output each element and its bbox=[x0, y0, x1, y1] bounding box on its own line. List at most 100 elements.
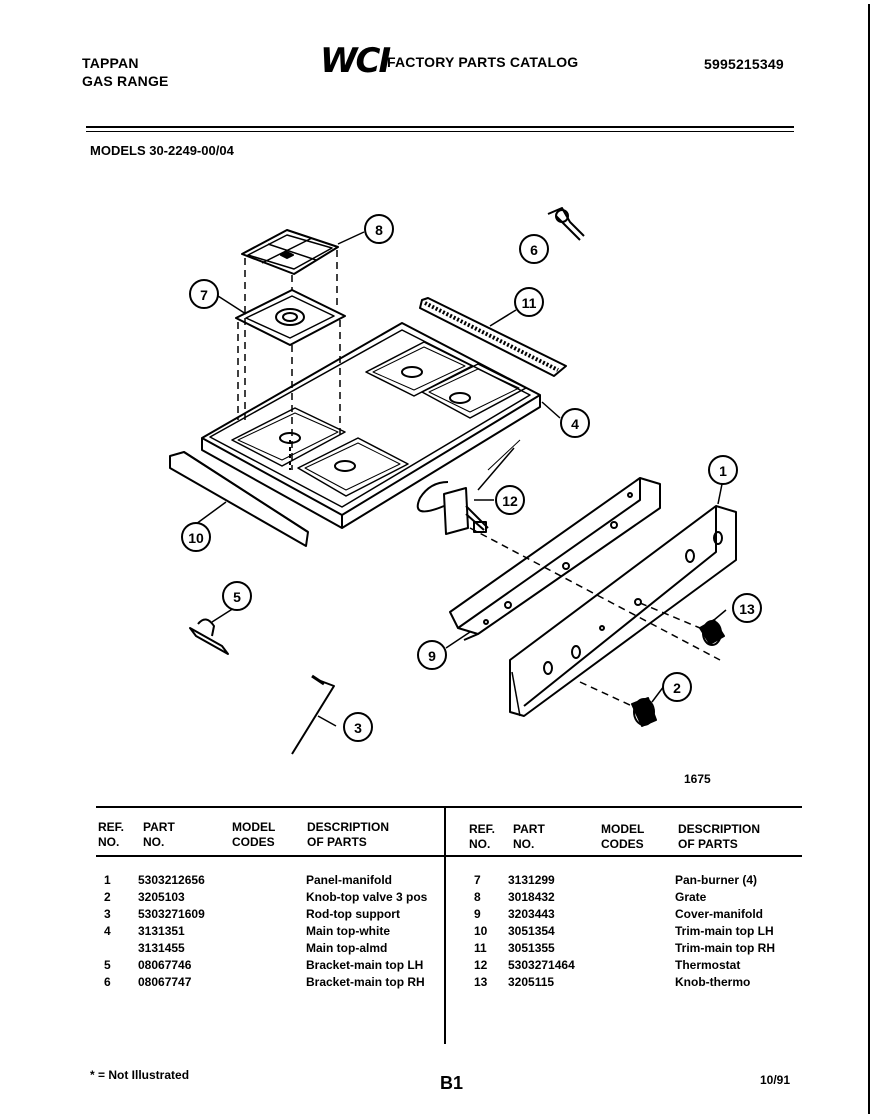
table-divider bbox=[444, 806, 446, 1044]
table-cell: 5 bbox=[104, 958, 111, 972]
header-model-right: MODEL CODES bbox=[601, 822, 645, 851]
table-cell: 1 bbox=[104, 873, 111, 887]
callout-circle-7 bbox=[189, 279, 219, 309]
callout-label-6: 6 bbox=[530, 242, 538, 258]
callout-label-2: 2 bbox=[673, 680, 681, 696]
models-label: MODELS 30-2249-00/04 bbox=[90, 143, 234, 158]
brand-name: TAPPAN bbox=[82, 55, 139, 71]
trim-lh-part bbox=[169, 451, 309, 547]
table-cell: Knob-thermo bbox=[675, 975, 751, 989]
callout-label-9: 9 bbox=[428, 648, 436, 664]
right-ref-column: 7 8 9 10 11 12 13 bbox=[474, 872, 487, 991]
table-cell: Panel-manifold bbox=[306, 873, 393, 887]
callout-circle-6 bbox=[519, 234, 549, 264]
table-cell: 3051355 bbox=[508, 941, 555, 955]
wci-logo: WCI bbox=[320, 41, 391, 81]
table-cell: 3131299 bbox=[508, 873, 555, 887]
callout-label-4: 4 bbox=[571, 416, 579, 432]
table-cell: 13 bbox=[474, 975, 488, 989]
table-cell bbox=[104, 940, 111, 957]
table-cell: Main top-white bbox=[306, 924, 390, 938]
header-desc-right: DESCRIPTION OF PARTS bbox=[678, 822, 761, 851]
callout-label-7: 7 bbox=[200, 287, 208, 303]
panel-manifold-part bbox=[509, 505, 737, 717]
leader-lines bbox=[195, 231, 727, 727]
table-cell: 3131351 bbox=[138, 924, 185, 938]
header-part-right: PART NO. bbox=[513, 822, 545, 851]
knob-valve-part bbox=[631, 697, 657, 727]
callout-circle-13 bbox=[732, 593, 762, 623]
callout-label-3: 3 bbox=[354, 720, 362, 736]
table-cell: 10 bbox=[474, 924, 488, 938]
left-part-column: 5303212656 3205103 5303271609 3131351 31… bbox=[138, 872, 205, 991]
callout-circle-11 bbox=[514, 287, 544, 317]
callout-circle-10 bbox=[181, 522, 211, 552]
rod-support-part bbox=[291, 674, 335, 755]
table-cell: 08067747 bbox=[138, 975, 192, 989]
header-rule bbox=[86, 126, 794, 128]
left-desc-column: Panel-manifold Knob-top valve 3 pos Rod-… bbox=[306, 872, 427, 991]
table-cell: Cover-manifold bbox=[675, 907, 764, 921]
table-cell: 3 bbox=[104, 907, 111, 921]
table-top-rule bbox=[96, 806, 802, 808]
table-cell: Main top-almd bbox=[306, 941, 388, 955]
table-cell: 3131455 bbox=[138, 941, 185, 955]
table-cell: 5303271464 bbox=[508, 958, 575, 972]
header-part-left: PART NO. bbox=[143, 820, 175, 849]
header-ref-left: REF. NO. bbox=[98, 820, 125, 849]
exploded-parts-diagram: 1 2 3 4 5 6 7 8 9 10 11 12 13 bbox=[169, 207, 762, 755]
callout-label-1: 1 bbox=[719, 463, 727, 479]
table-cell: Trim-main top RH bbox=[675, 941, 776, 955]
right-part-column: 3131299 3018432 3203443 3051354 3051355 … bbox=[508, 872, 575, 991]
callout-circle-8 bbox=[364, 214, 394, 244]
table-cell: 12 bbox=[474, 958, 488, 972]
table-cell: Pan-burner (4) bbox=[675, 873, 758, 887]
callout-circle-2 bbox=[662, 672, 692, 702]
callout-label-10: 10 bbox=[188, 530, 204, 546]
main-top-part bbox=[201, 322, 541, 529]
callout-label-12: 12 bbox=[502, 493, 518, 509]
table-cell: 2 bbox=[104, 890, 111, 904]
header-model-left: MODEL CODES bbox=[232, 820, 276, 849]
callout-circle-4 bbox=[560, 408, 590, 438]
left-ref-column: 1 2 3 4 5 6 bbox=[104, 872, 111, 991]
grate-part bbox=[241, 229, 339, 275]
table-header-rule bbox=[96, 855, 802, 857]
knob-thermo-part bbox=[699, 619, 725, 646]
table-cell: Rod-top support bbox=[306, 907, 400, 921]
callouts bbox=[181, 214, 762, 742]
table-cell: 9 bbox=[474, 907, 481, 921]
table-cell: Grate bbox=[675, 890, 707, 904]
table-cell: 6 bbox=[104, 975, 111, 989]
callout-circle-5 bbox=[222, 581, 252, 611]
page-frame bbox=[8, 4, 870, 1114]
pan-burner-part bbox=[235, 289, 346, 346]
product-name: GAS RANGE bbox=[82, 73, 169, 89]
right-desc-column: Pan-burner (4) Grate Cover-manifold Trim… bbox=[675, 872, 775, 991]
page-number: B1 bbox=[440, 1073, 464, 1093]
table-cell: 11 bbox=[474, 941, 487, 955]
table-cell: 4 bbox=[104, 924, 111, 938]
catalog-number: 5995215349 bbox=[704, 56, 784, 72]
table-cell: 7 bbox=[474, 873, 481, 887]
callout-circle-9 bbox=[417, 640, 447, 670]
table-cell: 3205115 bbox=[508, 975, 555, 989]
table-cell: 8 bbox=[474, 890, 481, 904]
callout-circle-1 bbox=[708, 455, 738, 485]
guide-lines bbox=[237, 250, 721, 707]
callout-label-5: 5 bbox=[233, 589, 241, 605]
table-cell: 3051354 bbox=[508, 924, 555, 938]
table-cell: Trim-main top LH bbox=[675, 924, 774, 938]
not-illustrated-note: * = Not Illustrated bbox=[90, 1068, 190, 1082]
callout-label-13: 13 bbox=[739, 601, 755, 617]
table-cell: 3205103 bbox=[138, 890, 185, 904]
table-cell: Bracket-main top LH bbox=[306, 958, 424, 972]
callout-circle-3 bbox=[343, 712, 373, 742]
table-cell: 5303271609 bbox=[138, 907, 205, 921]
table-cell: Thermostat bbox=[675, 958, 741, 972]
table-cell: Knob-top valve 3 pos bbox=[306, 890, 428, 904]
table-cell: 08067746 bbox=[138, 958, 192, 972]
header-rule-thin bbox=[86, 131, 794, 132]
trim-rh-part bbox=[419, 297, 567, 377]
figure-number: 1675 bbox=[684, 772, 711, 786]
